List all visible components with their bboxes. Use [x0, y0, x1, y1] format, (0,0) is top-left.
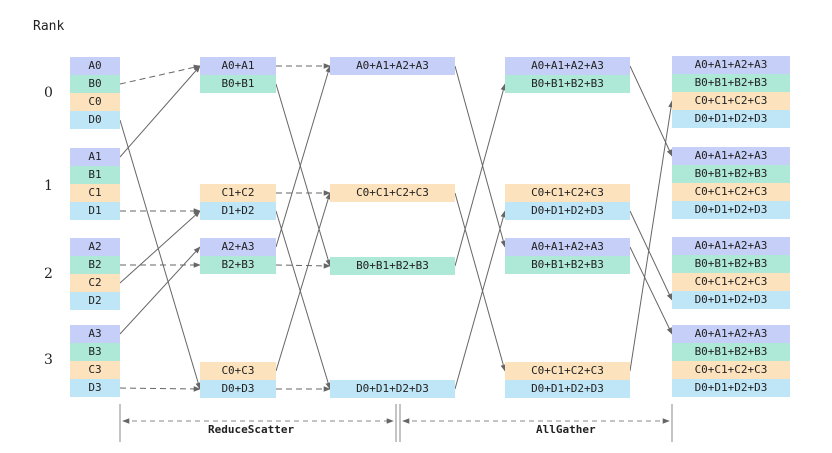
initial-cell: D3: [70, 379, 120, 397]
initial-cell: A1: [70, 148, 120, 166]
phase-label-allgather: AllGather: [532, 423, 600, 436]
arrow: [629, 210, 673, 301]
step1-cell: B2+B3: [200, 256, 276, 274]
step1-cell: D1+D2: [200, 202, 276, 220]
step2-cell: B0+B1+B2+B3: [330, 257, 455, 275]
rank-label-3: 3: [44, 352, 53, 368]
step1-cell: B0+B1: [200, 75, 276, 93]
dashed-arrow: [119, 64, 201, 85]
rank-label-2: 2: [44, 266, 53, 282]
initial-cell: B2: [70, 256, 120, 274]
step1-cell: C0+C3: [200, 362, 276, 380]
step3-cell: C0+C1+C2+C3: [505, 184, 630, 202]
initial-cell: D1: [70, 202, 120, 220]
step1-cell: C1+C2: [200, 184, 276, 202]
final-cell: D0+D1+D2+D3: [672, 201, 790, 219]
step3-cell: D0+D1+D2+D3: [505, 202, 630, 220]
step2-cell: D0+D1+D2+D3: [330, 380, 455, 398]
arrow: [275, 83, 331, 267]
final-cell: C0+C1+C2+C3: [672, 361, 790, 379]
arrow: [629, 65, 673, 157]
step1-cell: A2+A3: [200, 238, 276, 256]
final-cell: A0+A1+A2+A3: [672, 325, 790, 343]
step3-cell: B0+B1+B2+B3: [505, 75, 630, 93]
initial-cell: A0: [70, 57, 120, 75]
final-cell: D0+D1+D2+D3: [672, 379, 790, 397]
final-cell: C0+C1+C2+C3: [672, 92, 790, 110]
step3-cell: B0+B1+B2+B3: [505, 256, 630, 274]
step3-cell: A0+A1+A2+A3: [505, 57, 630, 75]
final-cell: B0+B1+B2+B3: [672, 165, 790, 183]
initial-cell: B3: [70, 343, 120, 361]
step2-cell: C0+C1+C2+C3: [330, 184, 455, 202]
dashed-arrow: [275, 263, 331, 269]
step3-cell: C0+C1+C2+C3: [505, 362, 630, 380]
arrow: [119, 246, 201, 335]
final-cell: B0+B1+B2+B3: [672, 74, 790, 92]
final-cell: C0+C1+C2+C3: [672, 183, 790, 201]
phase-label-reducescatter: ReduceScatter: [204, 423, 299, 436]
final-cell: B0+B1+B2+B3: [672, 343, 790, 361]
arrow: [629, 246, 673, 335]
arrow: [119, 119, 201, 390]
step3-cell: D0+D1+D2+D3: [505, 380, 630, 398]
arrow: [275, 65, 331, 248]
arrow: [629, 100, 674, 372]
final-cell: A0+A1+A2+A3: [672, 56, 790, 74]
final-cell: D0+D1+D2+D3: [672, 110, 790, 128]
arrow: [454, 83, 507, 267]
initial-cell: B0: [70, 75, 120, 93]
final-cell: A0+A1+A2+A3: [672, 147, 790, 165]
initial-cell: D2: [70, 292, 120, 310]
arrow: [275, 210, 331, 390]
step3-cell: A0+A1+A2+A3: [505, 238, 630, 256]
initial-cell: C1: [70, 184, 120, 202]
initial-cell: B1: [70, 166, 120, 184]
rank-label-0: 0: [44, 85, 53, 101]
final-cell: A0+A1+A2+A3: [672, 237, 790, 255]
final-cell: C0+C1+C2+C3: [672, 273, 790, 291]
initial-cell: A2: [70, 238, 120, 256]
arrow: [454, 192, 506, 372]
initial-cell: C2: [70, 274, 120, 292]
rank-label-1: 1: [44, 178, 53, 194]
arrow: [275, 192, 331, 372]
final-cell: D0+D1+D2+D3: [672, 291, 790, 309]
final-cell: B0+B1+B2+B3: [672, 255, 790, 273]
rank-axis-title: Rank: [33, 19, 65, 34]
initial-cell: D0: [70, 111, 120, 129]
step2-cell: A0+A1+A2+A3: [330, 57, 455, 75]
initial-cell: C3: [70, 361, 120, 379]
arrow: [119, 210, 201, 284]
arrow: [454, 210, 506, 390]
step1-cell: D0+D3: [200, 380, 276, 398]
step1-cell: A0+A1: [200, 57, 276, 75]
initial-cell: A3: [70, 325, 120, 343]
dashed-arrow: [119, 386, 201, 392]
initial-cell: C0: [70, 93, 120, 111]
arrow: [454, 65, 507, 248]
arrow: [119, 65, 201, 158]
